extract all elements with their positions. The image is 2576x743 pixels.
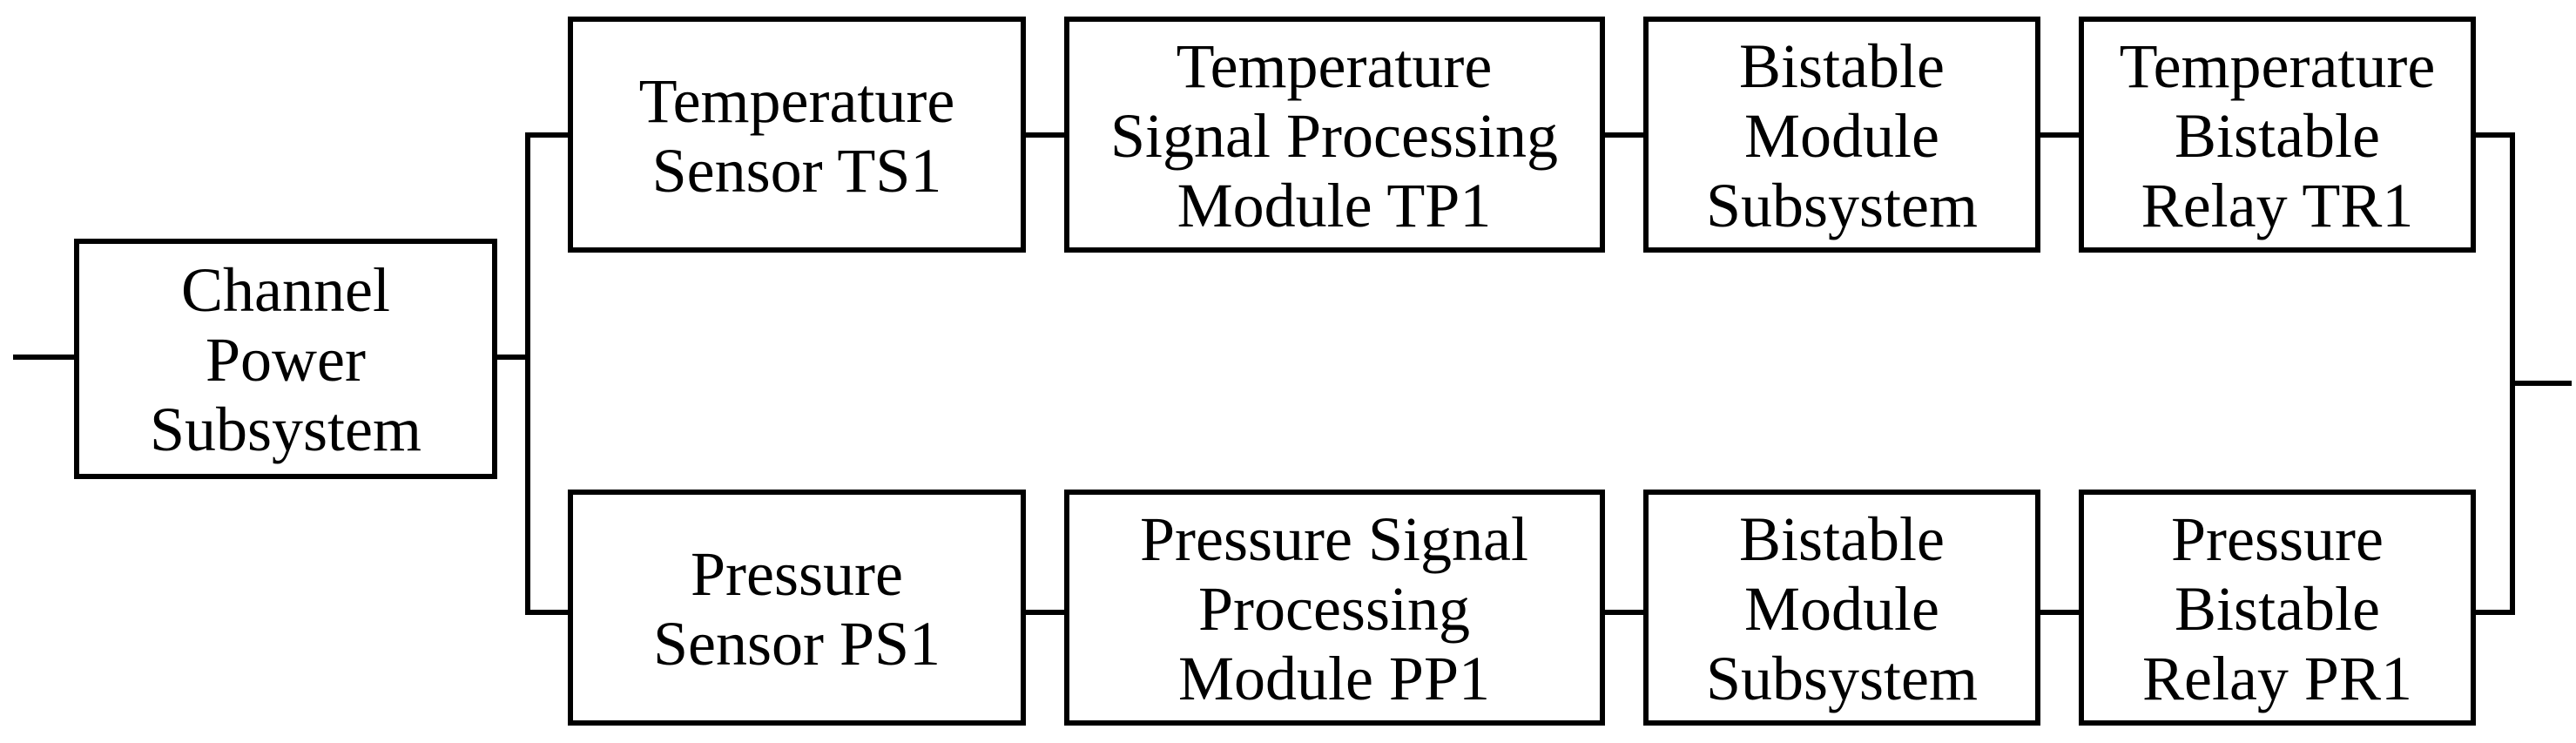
- block-pressure-bistable-module-subsystem: Bistable Module Subsystem: [1643, 490, 2040, 726]
- block-label-line: Relay TR1: [2141, 171, 2414, 240]
- block-temperature-sensor-ts1: Temperature Sensor TS1: [568, 17, 1026, 253]
- block-channel-power-subsystem: Channel Power Subsystem: [74, 239, 497, 479]
- block-label-line: Relay PR1: [2142, 644, 2412, 713]
- block-label-line: Temperature: [639, 66, 955, 136]
- block-temperature-bistable-relay-tr1: Temperature Bistable Relay TR1: [2079, 17, 2476, 253]
- block-pressure-signal-processing-pp1: Pressure Signal Processing Module PP1: [1064, 490, 1605, 726]
- block-label-line: Temperature: [1177, 31, 1493, 101]
- block-label-line: Power: [206, 325, 366, 395]
- block-label-line: Module: [1744, 574, 1939, 644]
- block-pressure-sensor-ps1: Pressure Sensor PS1: [568, 490, 1026, 726]
- block-label-line: Sensor TS1: [652, 136, 942, 206]
- block-label-line: Pressure: [2171, 504, 2384, 574]
- block-label-line: Subsystem: [1706, 644, 1978, 713]
- block-temperature-signal-processing-tp1: Temperature Signal Processing Module TP1: [1064, 17, 1605, 253]
- block-label-line: Bistable: [2175, 574, 2380, 644]
- block-label-line: Subsystem: [150, 395, 421, 464]
- block-label-line: Temperature: [2120, 31, 2436, 101]
- block-label-line: Module TP1: [1177, 171, 1492, 240]
- block-label-line: Sensor PS1: [653, 609, 941, 679]
- block-label-line: Module PP1: [1178, 644, 1490, 713]
- block-label-line: Channel: [181, 255, 390, 325]
- block-label-line: Bistable: [2175, 101, 2380, 171]
- block-label-line: Module: [1744, 101, 1939, 171]
- block-label-line: Pressure: [691, 539, 903, 609]
- connections: [13, 132, 2572, 615]
- block-label-line: Signal Processing: [1110, 101, 1558, 171]
- block-label-line: Processing: [1198, 574, 1470, 644]
- block-label-line: Subsystem: [1706, 171, 1978, 240]
- block-temperature-bistable-module-subsystem: Bistable Module Subsystem: [1643, 17, 2040, 253]
- block-pressure-bistable-relay-pr1: Pressure Bistable Relay PR1: [2079, 490, 2476, 726]
- block-label-line: Bistable: [1739, 31, 1945, 101]
- block-label-line: Bistable: [1739, 504, 1945, 574]
- block-label-line: Pressure Signal: [1140, 504, 1528, 574]
